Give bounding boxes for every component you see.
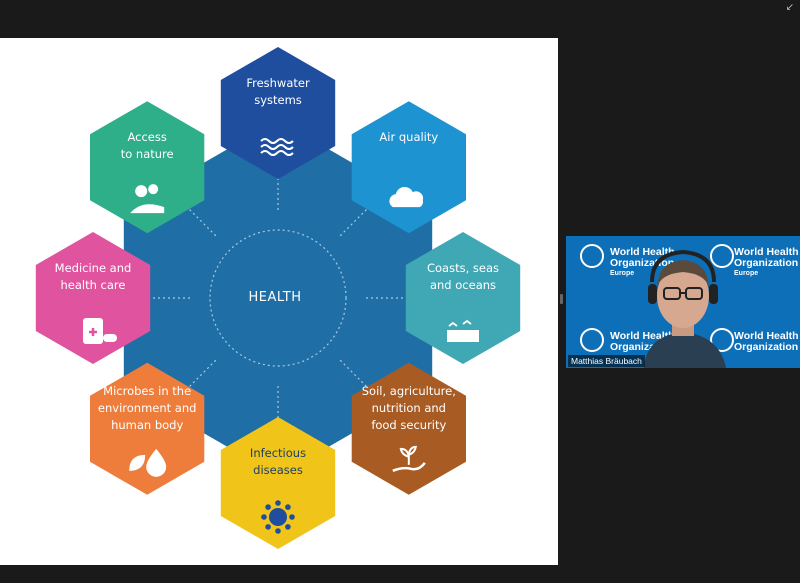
who-emblem-icon [580,328,604,352]
hex-label: Coasts, seas and oceans [426,261,500,292]
virus-spike [285,524,291,530]
spoke-line [339,205,371,237]
minimize-icon[interactable]: ↙ [785,2,794,13]
virus-spike [261,514,267,520]
coast-base [447,330,479,342]
virus-spike [265,504,271,510]
center-circle [209,229,347,367]
leaf-shape [129,454,146,471]
hexagon-6 [35,232,151,364]
who-region: Europe [734,270,759,277]
plant-shape [399,445,417,465]
tree-shape [148,184,159,195]
who-name-line1: World Health [734,246,799,258]
who-name-line2: Organization [610,257,675,269]
participant-video [644,249,726,368]
hex-label: Soil, agriculture, nutrition and food se… [361,383,456,432]
spoke-line [185,359,217,391]
virus-spike [265,524,271,530]
spoke-line [185,205,217,237]
hex-label: Medicine and health care [54,261,132,292]
hex-label: Air quality [379,130,439,145]
virus-spike [275,500,281,506]
who-emblem-icon [580,244,604,268]
hand-shape [392,462,426,472]
who-region: Europe [610,270,635,277]
hexagon-1 [351,101,466,234]
who-emblem-icon [710,328,734,352]
hexagon-3 [351,362,466,495]
drop-shape [146,448,167,477]
hexagon-0 [220,47,336,179]
hexagon-4 [220,417,336,549]
who-name-line1: World Health [610,246,675,258]
hex-label: Freshwater systems [246,76,310,107]
center-hexagon [123,120,433,476]
wave-line [260,144,294,150]
who-name-line2: Organization [610,341,675,353]
wave-line [260,150,294,156]
hexagon-2 [405,232,521,364]
who-name-line1: World Health [734,330,799,342]
bird-shape [448,319,472,327]
virus-body [269,508,287,526]
who-emblem-icon [710,244,734,268]
who-name-line2: Organization [734,341,799,353]
hex-label: Infectious diseases [249,446,307,477]
pill-shape [103,334,117,342]
hex-label: Access to nature [120,130,174,162]
center-label: HEALTH [248,290,302,305]
cross-shape [89,328,97,336]
hill-shape [130,204,165,214]
participant-name-label: Matthias Bräubach [568,355,645,367]
cloud-shape [389,186,424,208]
wave-line [260,138,294,144]
virus-spike [285,504,291,510]
hexagon-7 [90,101,205,234]
health-diagram [35,47,521,549]
virus-spike [275,528,281,534]
split-resize-handle[interactable] [560,294,563,304]
who-name-line2: Organization [734,257,799,269]
who-name-line1: World Health [610,330,675,342]
virus-spike [289,514,295,520]
hexagon-5 [90,362,205,495]
hex-label: Microbes in the environment and human bo… [97,383,197,432]
spoke-line [339,359,371,391]
tree-shape [135,185,148,198]
participant-video-tile[interactable]: World Health Organization Europe World H… [566,236,800,368]
